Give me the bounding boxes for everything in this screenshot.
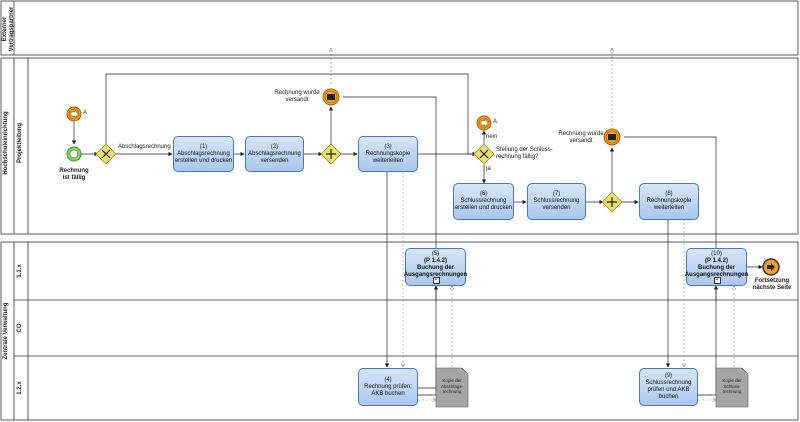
task-9-schlussrechnung-pruefen[interactable]: (9) Schlussrechnung prüfen und AKB buche…: [639, 368, 698, 406]
task-2-abschlagsrechnung-versenden[interactable]: (2) Abschlagsrechnung versenden: [245, 136, 304, 172]
document-kopie-schluss: [715, 367, 749, 408]
task-7-text: Schlussrechnung versenden: [533, 198, 580, 211]
exclusive-gateway-1: [95, 143, 117, 165]
task-2-number: (2): [270, 143, 279, 150]
lane-label-co: CO: [17, 323, 23, 333]
abschlagsrechnung-label: Abschlagsrechnung: [118, 144, 171, 150]
lane-label-1-1-x: 1.1.x: [17, 264, 23, 278]
task-5-ref: (P 1.4.2): [424, 258, 447, 264]
task-3-rechnungskopie-weiterleiten[interactable]: (3) Rechnungskopie weiterleiten: [358, 136, 418, 172]
subprocess-marker-icon[interactable]: +: [432, 277, 440, 284]
task-5-number: (5): [431, 251, 440, 257]
task-10-buchung-ausgangsrechnungen[interactable]: (10) (P 1.4.2) Buchung der Ausgangsrechn…: [684, 248, 749, 286]
document-kopie-abschlag: [435, 367, 469, 408]
task-5-buchung-ausgangsrechnungen[interactable]: (5) (P 1.4.2) Buchung der Ausgangsrechnu…: [403, 248, 468, 286]
start-timer-event: [66, 146, 82, 162]
link-a-top-label: A: [83, 110, 88, 116]
task-10-text: Buchung der Ausgangsrechnungen: [684, 265, 749, 278]
task-7-number: (7): [552, 191, 561, 197]
document-label-abschlag: Kopie der Abschlags- rechnung: [440, 378, 464, 394]
link-event-a-mid: [476, 115, 492, 131]
task-4-rechnung-pruefen[interactable]: (4) Rechnung prüfen; AKB buchen: [358, 368, 418, 406]
pool-label-central: Zentrale Verwaltung: [3, 302, 9, 360]
task-9-number: (9): [664, 373, 673, 379]
task-2-text: Abschlagsrechnung versenden: [248, 150, 301, 164]
start-event-label: Rechnung ist fällig: [59, 168, 89, 181]
link-a-mid-label: A: [493, 119, 498, 125]
task-9-text: Schlussrechnung prüfen und AKB buchen: [645, 380, 692, 400]
pool-label-university: Hochschuleinrichtung: [3, 111, 9, 175]
task-10-ref: (P 1.4.2): [705, 258, 728, 264]
task-4-number: (4): [384, 376, 392, 383]
message-throw-event-2: [603, 128, 621, 146]
nein-label: nein: [486, 134, 498, 140]
task-4-text: Rechnung prüfen; AKB buchen: [364, 383, 412, 397]
task-3-number: (3): [384, 143, 392, 150]
exclusive-gateway-2: [473, 143, 495, 165]
task-10-number: (10): [711, 251, 722, 257]
task-1-number: (1): [199, 143, 208, 150]
link-end-event: [762, 258, 780, 276]
ja-label: ja: [486, 166, 491, 172]
rechnung-versandt-label-1: Rechnung wurde versandt: [274, 90, 320, 103]
task-3-text: Rechnungskopie weiterleiten: [365, 150, 411, 164]
message-throw-event-1: [322, 88, 340, 106]
pool-external: [0, 0, 799, 56]
task-8-text: Rechnungskopie weiterleiten: [646, 198, 692, 211]
task-6-number: (6): [479, 191, 488, 197]
subprocess-marker-icon[interactable]: +: [713, 277, 721, 284]
rechnung-versandt-label-2: Rechnung wurde versandt: [558, 131, 604, 144]
link-event-a-top: [66, 106, 82, 122]
task-7-schlussrechnung-versenden[interactable]: (7) Schlussrechnung versenden: [527, 183, 586, 220]
pool-label-external: Externer Vertragspartner: [2, 6, 15, 52]
parallel-gateway-1: [320, 143, 342, 165]
schlussrechnung-question-label: Stellung der Schluss- rechnung fällig?: [496, 147, 553, 160]
parallel-gateway-2: [601, 191, 623, 213]
task-1-abschlagsrechnung-erstellen[interactable]: (1) Abschlagsrechnung erstellen und druc…: [173, 136, 234, 172]
lane-label-projektleitung: Projektleitung: [17, 123, 23, 164]
task-5-text: Buchung der Ausgangsrechnungen: [403, 265, 468, 278]
task-6-text: Schlussrechnung erstellen und drucken: [454, 198, 513, 211]
task-1-text: Abschlagsrechnung erstellen und drucken: [174, 150, 233, 164]
task-6-schlussrechnung-erstellen[interactable]: (6) Schlussrechnung erstellen und drucke…: [453, 183, 514, 220]
task-8-number: (8): [665, 191, 673, 197]
fortsetzung-label: Fortsetzung nächste Seite: [752, 278, 792, 291]
document-label-schluss: Kopie der Schluss- rechnung: [722, 378, 742, 394]
task-8-rechnungskopie-weiterleiten[interactable]: (8) Rechnungskopie weiterleiten: [639, 183, 699, 220]
lane-label-1-2-x: 1.2.x: [17, 381, 23, 395]
